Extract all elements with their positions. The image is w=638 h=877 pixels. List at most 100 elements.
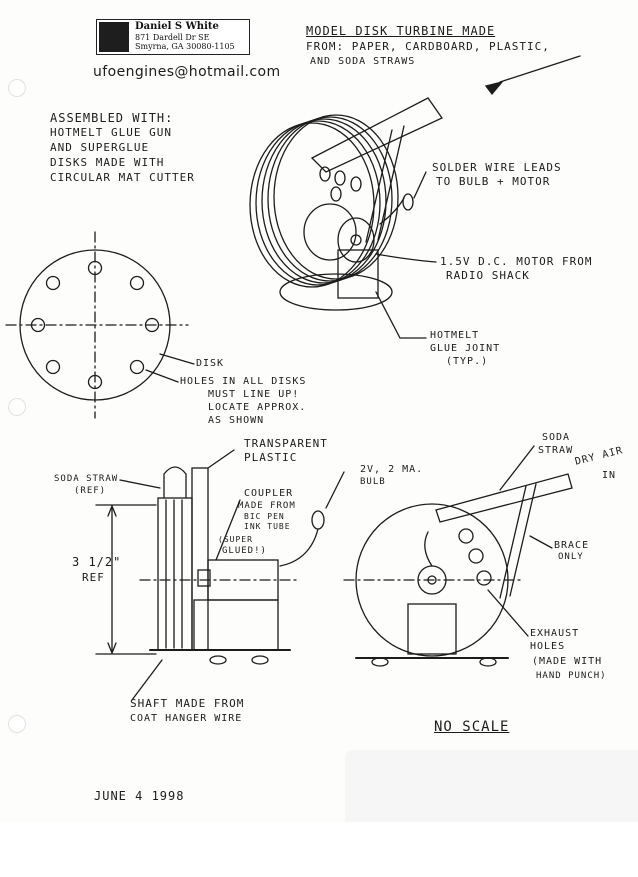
title-line-1: MODEL DISK TURBINE MADE <box>306 24 496 38</box>
front-elevation-view <box>343 445 573 667</box>
exhaust-hole-2 <box>468 548 484 564</box>
binder-hole-middle <box>8 398 26 416</box>
brace-callout-1: BRACE <box>554 540 590 551</box>
dim-arrow-bottom <box>107 642 117 655</box>
no-scale-label: NO SCALE <box>434 719 510 735</box>
iso-hole-2 <box>334 170 346 186</box>
iso-motor-face <box>337 217 375 263</box>
exhaust-callout-3: (MADE WITH <box>532 656 603 667</box>
air-inlet-arrowhead <box>484 80 504 96</box>
iso-brace-edge <box>377 125 405 241</box>
air-inlet-arrow <box>499 55 581 83</box>
motor-callout-2: RADIO SHACK <box>446 269 530 282</box>
dimension-label-2: REF <box>82 571 105 584</box>
assembly-line-3: AND SUPERGLUE <box>50 141 150 154</box>
binder-hole-top <box>8 79 26 97</box>
brace-leader <box>529 535 553 549</box>
stamp-area <box>345 750 638 822</box>
assembly-line-4: DISKS MADE WITH <box>50 156 165 169</box>
soda-straw-right-leader <box>499 445 535 491</box>
disk-leader <box>159 353 195 365</box>
exhaust-callout-2: HOLES <box>530 641 566 652</box>
iso-disk-5 <box>273 114 399 280</box>
motor-callout-1: 1.5V D.C. MOTOR FROM <box>440 255 593 268</box>
dry-air-2: IN <box>602 470 617 481</box>
address-stamp: Daniel S White 871 Dardell Dr SE Smyrna,… <box>96 19 250 55</box>
disk-hole-6 <box>45 359 61 375</box>
exhaust-hole-1 <box>458 528 474 544</box>
side-foot-2 <box>251 655 269 665</box>
solder-callout-2: TO BULB + MOTOR <box>436 175 551 188</box>
shaft-callout-1: SHAFT MADE FROM <box>130 697 245 710</box>
soda-straw-right-2: STRAW <box>538 445 574 456</box>
glue-callout-1: HOTMELT <box>430 330 480 341</box>
shaft-leader <box>131 659 163 701</box>
motor-leader <box>375 253 437 263</box>
side-bulb-wire <box>279 528 319 567</box>
bulb-callout-2: BULB <box>360 477 386 487</box>
disk-hole-1 <box>87 260 103 276</box>
iso-hole-3 <box>350 176 362 192</box>
transparent-leader <box>207 449 235 469</box>
transparent-callout-2: PLASTIC <box>244 451 298 464</box>
iso-disk-4 <box>267 116 393 282</box>
front-shaft <box>427 575 437 585</box>
dim-arrow-top <box>107 504 117 517</box>
side-disk-stack <box>157 497 193 651</box>
assembly-line-2: HOTMELT GLUE GUN <box>50 126 172 139</box>
disk-hole-7 <box>30 317 46 333</box>
disk-hole-5 <box>87 374 103 390</box>
stamp-city: Smyrna, GA 30080-1105 <box>135 42 235 51</box>
soda-straw-ref-2: (REF) <box>74 486 107 496</box>
scan-margin <box>0 822 638 877</box>
transparent-callout-1: TRANSPARENT <box>244 437 328 450</box>
exhaust-leader <box>487 589 529 637</box>
bulb-leader <box>325 471 345 509</box>
front-soda-straw <box>435 473 573 523</box>
side-bulb <box>311 510 325 530</box>
isometric-turbine-view <box>249 55 581 339</box>
bulb-callout-1: 2V, 2 MA. <box>360 464 424 475</box>
front-foot-1 <box>371 657 389 667</box>
coupler-callout-2: MADE FROM <box>238 501 296 511</box>
front-foot-2 <box>479 657 497 667</box>
holes-leader <box>145 369 179 383</box>
disk-hole-2 <box>129 275 145 291</box>
iso-motor-body <box>303 203 357 261</box>
stamp-name: Daniel S White <box>135 21 219 32</box>
iso-base <box>279 273 393 311</box>
glue-callout-3: (TYP.) <box>446 356 489 367</box>
disk-hole-3 <box>144 317 160 333</box>
iso-motor-shaft <box>350 234 362 246</box>
holes-callout-2: MUST LINE UP! <box>208 389 300 400</box>
super-glued-2: GLUED!) <box>222 546 267 556</box>
coupler-callout-4: INK TUBE <box>244 522 291 531</box>
iso-hole-4 <box>330 186 342 202</box>
glue-callout-2: GLUE JOINT <box>430 343 501 354</box>
solder-leader <box>413 171 427 199</box>
coupler-leader <box>215 499 241 561</box>
disk-hole-4 <box>129 359 145 375</box>
holes-callout-4: AS SHOWN <box>208 415 265 426</box>
assembly-line-1: ASSEMBLED WITH: <box>50 111 174 125</box>
side-elevation-view <box>95 449 345 701</box>
front-wire <box>424 531 433 567</box>
soda-straw-ref-leader <box>119 479 161 489</box>
soda-straw-ref-1: SODA STRAW <box>54 474 119 484</box>
holes-callout-1: HOLES IN ALL DISKS <box>180 376 307 387</box>
dimension-label-1: 3 1/2" <box>72 555 122 569</box>
iso-disk-2 <box>255 120 381 286</box>
exhaust-hole-3 <box>476 570 492 586</box>
holes-callout-3: LOCATE APPROX. <box>208 402 307 413</box>
soda-straw-right-1: SODA <box>542 432 571 443</box>
title-line-2: FROM: PAPER, CARDBOARD, PLASTIC, <box>306 40 550 53</box>
disk-callout: DISK <box>196 358 225 369</box>
iso-disk-3 <box>261 118 387 284</box>
disk-front-view <box>5 231 195 419</box>
binder-hole-bottom <box>8 715 26 733</box>
iso-hole-1 <box>319 166 331 182</box>
side-foot-1 <box>209 655 227 665</box>
front-brace <box>499 485 527 599</box>
